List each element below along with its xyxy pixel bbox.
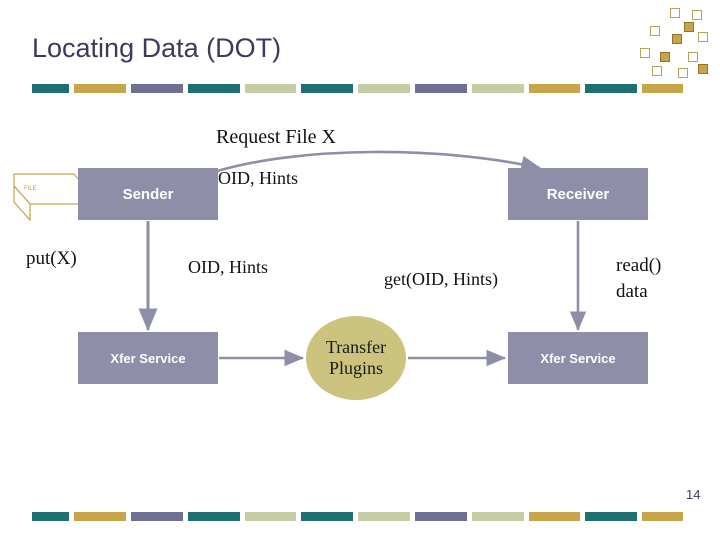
node-sender[interactable]: Sender <box>78 168 218 220</box>
color-bar-segment <box>74 84 126 93</box>
page-number: 14 <box>686 487 701 502</box>
color-bar-segment <box>471 512 524 521</box>
label-read-data: read() data <box>616 255 662 302</box>
node-receiver-label: Receiver <box>546 185 610 203</box>
page-title: Locating Data (DOT) <box>32 33 282 63</box>
color-bar-segment <box>528 512 581 521</box>
color-bar-top <box>32 84 688 93</box>
node-receiver[interactable]: Receiver <box>508 168 648 220</box>
color-bar-segment <box>414 512 467 521</box>
color-bar-segment <box>585 512 638 521</box>
color-bar-segment <box>244 84 297 93</box>
color-bar-segment <box>187 84 240 93</box>
color-bar-segment <box>414 84 467 93</box>
decorative-squares <box>632 8 710 78</box>
node-sender-label: Sender <box>122 185 174 203</box>
color-bar-segment <box>471 84 524 93</box>
color-bar-segment <box>358 84 410 93</box>
svg-text:FILE: FILE <box>24 186 37 192</box>
node-xfer-service-left[interactable]: Xfer Service <box>78 332 218 384</box>
color-bar-segment <box>301 84 354 93</box>
color-bar-segment <box>244 512 297 521</box>
color-bar-segment <box>32 84 70 93</box>
node-transfer-plugins-label-line2: Plugins <box>328 358 384 378</box>
color-bar-segment <box>528 84 581 93</box>
color-bar-segment <box>301 512 354 521</box>
color-bar-segment <box>32 512 70 521</box>
color-bar-segment <box>74 512 126 521</box>
color-bar-segment <box>130 512 183 521</box>
node-transfer-plugins-label-line1: Transfer <box>325 337 387 358</box>
color-bar-segment <box>585 84 638 93</box>
color-bar-segment <box>358 512 410 521</box>
label-oid-hints-top: OID, Hints <box>218 168 298 188</box>
label-put-x: put(X) <box>26 248 77 269</box>
node-transfer-plugins[interactable]: Transfer Plugins <box>306 316 406 400</box>
color-bar-segment <box>642 512 684 521</box>
label-request-file: Request File X <box>216 126 336 148</box>
color-bar-segment <box>187 512 240 521</box>
node-xfer-service-right[interactable]: Xfer Service <box>508 332 648 384</box>
label-get-oid-hints: get(OID, Hints) <box>384 269 498 289</box>
color-bar-segment <box>130 84 183 93</box>
color-bar-segment <box>642 84 684 93</box>
color-bar-bottom <box>32 512 688 521</box>
node-xfer-service-right-label: Xfer Service <box>540 350 616 366</box>
node-xfer-service-left-label: Xfer Service <box>110 350 186 366</box>
label-oid-hints-mid: OID, Hints <box>188 257 268 277</box>
